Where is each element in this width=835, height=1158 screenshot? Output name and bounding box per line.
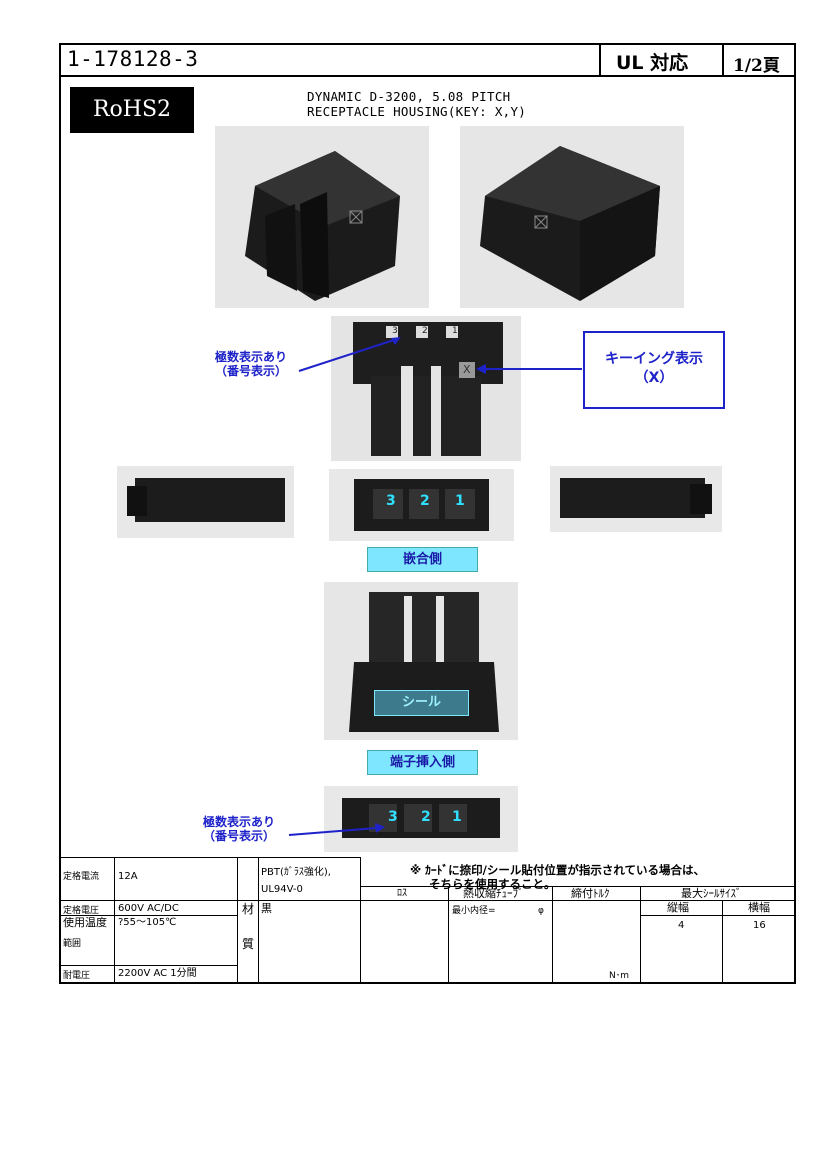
spec-vert-5 xyxy=(448,886,449,984)
spec-vert-7 xyxy=(640,886,641,984)
spec-rule-cols xyxy=(360,886,796,887)
pole-arrow-lower xyxy=(288,823,385,836)
rear-pole-number-3: 3 xyxy=(388,809,398,825)
spec-rule-2 xyxy=(61,900,796,901)
seal-width-value: 16 xyxy=(753,920,766,931)
header-rule xyxy=(61,75,794,77)
rated-voltage-label: 定格電圧 xyxy=(63,906,100,916)
pole-label-upper: 極数表示あり （番号表示） xyxy=(201,350,301,378)
pole-number-1: 1 xyxy=(455,493,465,509)
top-mark-2: 2 xyxy=(422,326,428,336)
spec-top-rule-left xyxy=(61,857,360,858)
keying-callout: キーイング表示 （X） xyxy=(583,331,725,409)
rear-pole-number-2: 2 xyxy=(421,809,431,825)
top-mark-1: 1 xyxy=(452,326,458,336)
key-mark: X xyxy=(463,363,471,376)
withstand-label: 耐電圧 xyxy=(63,971,91,981)
spec-vert-material-right-top xyxy=(360,857,361,901)
photo-isometric-right xyxy=(460,126,684,308)
ul-label: UL 対応 xyxy=(616,52,689,74)
photo-side-right xyxy=(550,466,722,532)
photo-mating-face xyxy=(329,469,514,541)
top-mark-3: 3 xyxy=(392,326,398,336)
rear-pole-number-1: 1 xyxy=(452,809,462,825)
keying-line2: （X） xyxy=(634,370,674,386)
drawing-sheet: 1-178128-3 UL 対応 1/2頁 RoHS2 DYNAMIC D-32… xyxy=(59,43,796,984)
keying-line1: キーイング表示 xyxy=(605,351,703,367)
temp-label-1: 使用温度 xyxy=(63,916,107,929)
page-number: 1/2頁 xyxy=(733,56,780,76)
spec-vert-3 xyxy=(258,857,259,984)
min-inner-dia: 最小内径= xyxy=(452,906,496,916)
seal-label: シール xyxy=(374,690,469,716)
seal-width-label: 横幅 xyxy=(748,901,770,914)
pole-label-lower-line1: 極数表示あり xyxy=(202,815,275,829)
temp-label-2: 範囲 xyxy=(63,939,82,949)
spec-vert-8 xyxy=(722,900,723,984)
material-line3: 黒 xyxy=(261,902,272,915)
pole-label-lower-line2: （番号表示） xyxy=(202,829,275,843)
withstand-value: 2200V AC 1分間 xyxy=(118,968,197,979)
temp-value: ?55～105℃ xyxy=(118,917,177,928)
pole-label-lower: 極数表示あり （番号表示） xyxy=(189,815,289,843)
material-label-2: 質 xyxy=(242,937,255,951)
terminal-side-label: 端子挿入側 xyxy=(367,750,478,775)
part-number: 1-178128-3 xyxy=(67,47,199,71)
spec-rule-4 xyxy=(61,965,237,966)
pole-number-3: 3 xyxy=(386,493,396,509)
rated-current-value: 12A xyxy=(118,871,138,882)
spec-vert-6 xyxy=(552,886,553,984)
title-line-2: RECEPTACLE HOUSING(KEY: X,Y) xyxy=(307,104,527,119)
note-line2: そちらを使用すること。 xyxy=(429,877,556,891)
material-line1: PBT(ｶﾞﾗｽ強化), xyxy=(261,867,331,878)
mating-side-label: 嵌合側 xyxy=(367,547,478,572)
note-line1: ※ ｶｰﾄﾞに捺印/シール貼付位置が指示されている場合は、 xyxy=(410,863,706,877)
pole-label-upper-line2: （番号表示） xyxy=(214,364,287,378)
phi-symbol: φ xyxy=(538,906,544,916)
header-divider-1 xyxy=(599,45,601,75)
spec-rule-seal xyxy=(640,915,796,916)
note: ※ ｶｰﾄﾞに捺印/シール貼付位置が指示されている場合は、 そちらを使用すること… xyxy=(410,863,705,891)
material-label-1: 材 xyxy=(242,902,255,916)
product-title: DYNAMIC D-3200, 5.08 PITCH RECEPTACLE HO… xyxy=(307,89,526,119)
pole-number-2: 2 xyxy=(420,493,430,509)
photo-side-left xyxy=(117,466,294,538)
spec-rule-3 xyxy=(61,915,237,916)
header-divider-2 xyxy=(722,45,724,75)
keying-arrow xyxy=(476,364,582,374)
col-seal-size: 最大ｼｰﾙｻｲｽﾞ xyxy=(681,887,742,900)
spec-vert-1 xyxy=(114,857,115,984)
photo-rear-view xyxy=(324,582,518,740)
spec-vert-4 xyxy=(360,886,361,984)
col-heat-tube: 熱収縮ﾁｭｰﾌﾞ xyxy=(463,887,524,900)
photo-terminal-face xyxy=(324,786,518,852)
rated-voltage-value: 600V AC/DC xyxy=(118,903,179,914)
seal-height-label: 縦幅 xyxy=(667,901,689,914)
photo-isometric-left xyxy=(215,126,429,308)
col-torque: 締付ﾄﾙｸ xyxy=(571,887,610,900)
spec-vert-2 xyxy=(237,857,238,984)
col-loss: ﾛｽ xyxy=(397,888,407,899)
rated-current-label: 定格電流 xyxy=(63,872,100,882)
photo-top-view xyxy=(331,316,521,461)
torque-unit: N･m xyxy=(609,971,629,981)
title-line-1: DYNAMIC D-3200, 5.08 PITCH xyxy=(307,89,511,104)
seal-height-value: 4 xyxy=(678,920,685,931)
material-line2: UL94V-0 xyxy=(261,884,303,895)
pole-arrow-upper xyxy=(298,337,401,372)
pole-label-upper-line1: 極数表示あり xyxy=(214,350,287,364)
rohs-badge: RoHS2 xyxy=(70,87,194,133)
